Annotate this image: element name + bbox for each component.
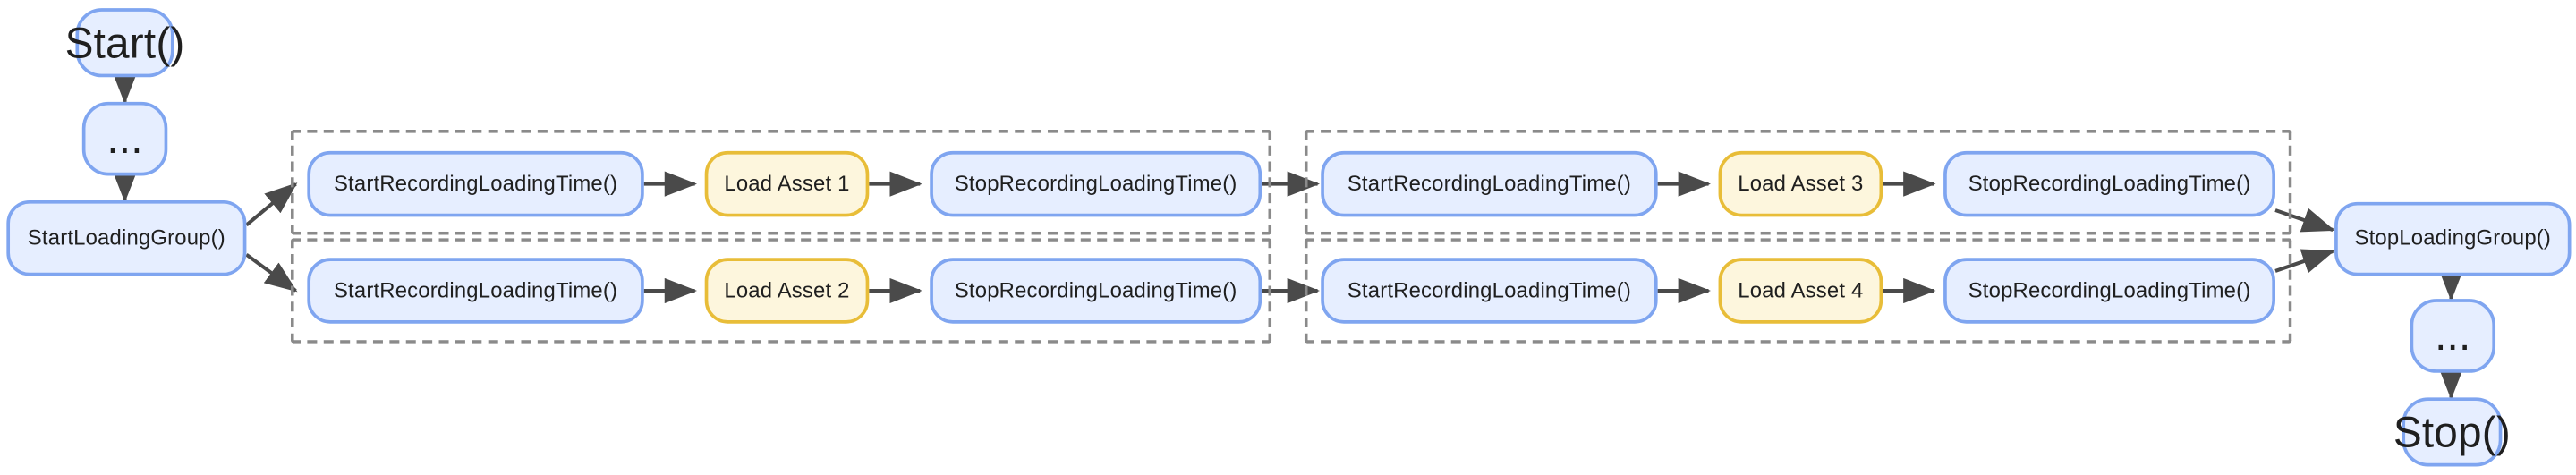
node-g1r1-load-asset-label: Load Asset 1 — [724, 170, 850, 196]
node-g2r2-stop-recording[interactable]: StopRecordingLoadingTime() — [1943, 258, 2275, 324]
node-g1r2-start-recording[interactable]: StartRecordingLoadingTime() — [307, 258, 644, 324]
node-exit-ellipsis[interactable]: ... — [2410, 299, 2496, 373]
node-g2r1-start-recording-label: StartRecordingLoadingTime() — [1347, 170, 1632, 196]
loading-group-2-row-1-box — [1304, 130, 2292, 235]
node-g1r1-stop-recording-label: StopRecordingLoadingTime() — [954, 170, 1237, 196]
loading-group-1-row-2-box — [290, 238, 1272, 344]
loading-group-1-row-1-box — [290, 130, 1272, 235]
node-g2r2-stop-recording-label: StopRecordingLoadingTime() — [1968, 277, 2251, 302]
node-g2r1-start-recording[interactable]: StartRecordingLoadingTime() — [1321, 150, 1658, 217]
node-entry-ellipsis[interactable]: ... — [81, 101, 168, 176]
node-g1r1-load-asset[interactable]: Load Asset 1 — [704, 150, 870, 217]
node-g2r2-load-asset-label: Load Asset 4 — [1738, 277, 1864, 302]
node-exit-ellipsis-label: ... — [2435, 310, 2471, 360]
node-g1r1-stop-recording[interactable]: StopRecordingLoadingTime() — [930, 150, 1262, 217]
node-g1r2-load-asset-label: Load Asset 2 — [724, 277, 850, 302]
node-start-loading-group[interactable]: StartLoadingGroup() — [6, 200, 247, 276]
node-g2r2-start-recording-label: StartRecordingLoadingTime() — [1347, 277, 1632, 302]
node-g2r1-load-asset[interactable]: Load Asset 3 — [1718, 150, 1883, 217]
node-g2r1-stop-recording[interactable]: StopRecordingLoadingTime() — [1943, 150, 2275, 217]
node-start-loading-group-label: StartLoadingGroup() — [27, 225, 225, 250]
node-entry-ellipsis-label: ... — [106, 114, 143, 164]
node-g2r1-load-asset-label: Load Asset 3 — [1738, 170, 1864, 196]
node-start-label: Start() — [64, 17, 185, 67]
node-stop-label: Stop() — [2393, 406, 2511, 456]
node-g1r1-start-recording-label: StartRecordingLoadingTime() — [333, 170, 618, 196]
node-g1r1-start-recording[interactable]: StartRecordingLoadingTime() — [307, 150, 644, 217]
edge-startgroup-to-row2 — [245, 252, 298, 293]
node-g1r2-stop-recording[interactable]: StopRecordingLoadingTime() — [930, 258, 1262, 324]
node-stop[interactable]: Stop() — [2393, 397, 2511, 467]
node-g2r1-stop-recording-label: StopRecordingLoadingTime() — [1968, 170, 2251, 196]
node-stop-loading-group[interactable]: StopLoadingGroup() — [2334, 201, 2572, 276]
edge-startgroup-to-row1 — [245, 182, 298, 227]
loading-group-2-row-2-box — [1304, 238, 2292, 344]
node-g2r2-load-asset[interactable]: Load Asset 4 — [1718, 258, 1883, 324]
node-start[interactable]: Start() — [65, 8, 184, 78]
node-g1r2-stop-recording-label: StopRecordingLoadingTime() — [954, 277, 1237, 302]
node-g1r2-start-recording-label: StartRecordingLoadingTime() — [333, 277, 618, 302]
node-g1r2-load-asset[interactable]: Load Asset 2 — [704, 258, 870, 324]
node-stop-loading-group-label: StopLoadingGroup() — [2354, 225, 2552, 250]
node-g2r2-start-recording[interactable]: StartRecordingLoadingTime() — [1321, 258, 1658, 324]
